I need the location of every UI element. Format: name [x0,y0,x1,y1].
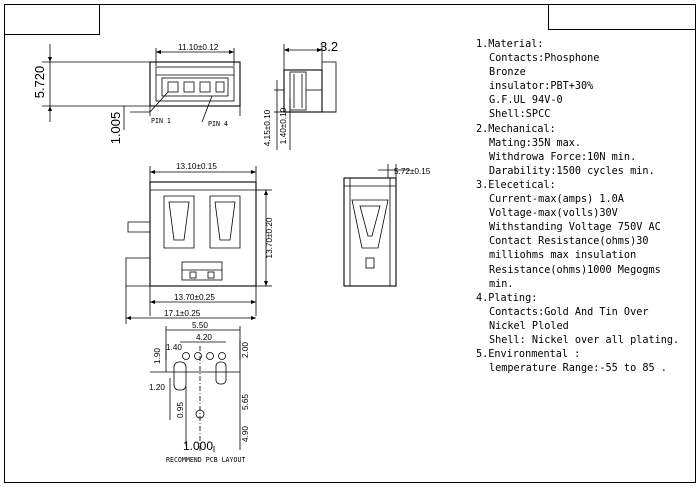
side-left-dim: 4.15±0.10 [263,109,272,146]
spec-line: Contacts:Phosphone [489,53,600,65]
spec-line: Nickel Ploled [489,320,569,332]
spec-line: Voltage-max(volls)30V [489,208,618,220]
spec-line: Shell:SPCC [489,109,551,121]
top-view [42,44,241,130]
top-offset-dim: 1.005 [108,112,123,145]
spec-line: insulator:PBT+30% [489,81,594,93]
title-block-right [548,4,696,30]
pcb-layout [150,326,241,452]
front-view [125,166,272,324]
top-height-dim: 5.720 [32,66,47,99]
spec-section-plating: 4.Plating: Contacts:Gold And Tin Over Ni… [476,292,698,348]
pcb-dim-190: 1.90 [153,348,162,364]
spec-line: Withstanding Voltage 750V AC [489,222,661,234]
side-top-dim: 3.2 [320,39,338,54]
spec-heading: 3.Elecetical: [476,179,556,191]
spec-heading: 1.Material: [476,39,544,50]
pcb-dim-100: 1.000 [183,439,213,453]
spec-line: Current-max(amps) 1.0A [489,194,624,206]
title-block-left [4,4,100,35]
pin1-label: PIN 1 [151,117,171,125]
spec-line: Mating:35N max. [489,137,582,149]
pin4-label: PIN 4 [208,120,228,128]
spec-line: milliohms max insulation [489,250,637,262]
pcb-dim-120: 1.20 [149,383,165,392]
spec-line: lemperature Range:-55 to 85 . [489,363,667,375]
spec-section-environmental: 5.Environmental : lemperature Range:-55 … [476,348,698,376]
side-view [274,44,337,150]
spec-line: Bronze [489,67,526,79]
spec-section-electrical: 3.Elecetical: Current-max(amps) 1.0A Vol… [476,179,698,292]
spec-notes: 1.Material: Contacts:Phosphone Bronze in… [476,38,698,376]
pcb-dim-550: 5.50 [192,321,208,330]
front-bottom-outer-dim: 17.1±0.25 [164,309,201,318]
front-top-dim: 13.10±0.15 [176,162,217,171]
front-bottom-inner-dim: 13.70±0.25 [174,293,215,302]
pcb-dim-420: 4.20 [196,333,212,342]
pcb-dim-490: 4.90 [241,426,250,442]
spec-line: Withdrowa Force:10N min. [489,151,637,163]
spec-line: G.F.UL 94V-0 [489,95,563,107]
spec-line: Contact Resistance(ohms)30 [489,236,649,248]
spec-heading: 4.Plating: [476,292,538,304]
sheet-border [4,4,696,483]
spec-line: Shell: Nickel over all plating. [489,334,680,346]
pcb-dim-565: 5.65 [241,394,250,410]
spec-section-mechanical: 2.Mechanical: Mating:35N max. Withdrowa … [476,123,698,179]
spec-line: Darability:1500 cycles min. [489,165,655,177]
end-view [343,164,410,287]
spec-section-material: 1.Material: Contacts:Phosphone Bronze in… [476,38,698,123]
pcb-dim-200: 2.00 [241,342,250,358]
end-top-dim: 5.72±0.15 [394,167,431,176]
spec-line: min. [489,278,514,290]
spec-heading: 2.Mechanical: [476,123,556,135]
pcb-dim-140: 1.40 [166,343,182,352]
spec-heading: 5.Environmental : [476,349,581,361]
spec-line: Resistance(ohms)1000 Megogms [489,264,661,276]
spec-line: Contacts:Gold And Tin Over [489,306,649,318]
top-width-dim: 11.10±0.12 [178,43,219,52]
side-left-inner-dim: 1.40±0.10 [279,107,288,144]
front-right-dim: 13.70±0.20 [265,217,274,258]
pcb-caption: RECOMMEND PCB LAYOUT [166,456,245,464]
pcb-dim-095: 0.95 [176,402,185,418]
